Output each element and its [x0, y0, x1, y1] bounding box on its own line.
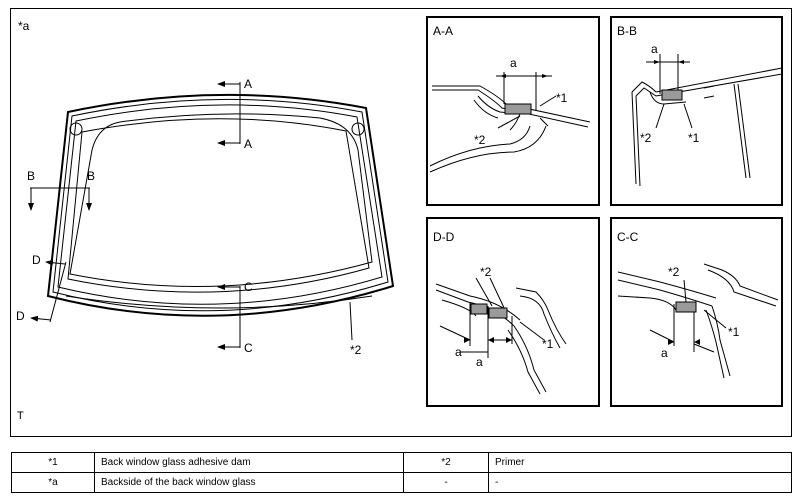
detail-a-title: A-A: [433, 24, 453, 38]
detail-c-title: C-C: [617, 230, 639, 244]
main-view-label: *a: [18, 19, 30, 33]
detail-b-callout2: *2: [640, 131, 652, 145]
back-window-glass: [46, 93, 395, 317]
legend-key: *2: [403, 452, 489, 473]
legend-key: *a: [11, 472, 95, 493]
primer-leader-line: [349, 301, 353, 341]
section-a-marker: [217, 81, 241, 146]
legend-key: -: [403, 472, 489, 493]
section-d-bottom-label: D: [16, 309, 25, 323]
legend-value: Back window glass adhesive dam: [94, 452, 404, 473]
section-a-top-label: A: [244, 77, 252, 91]
legend-row: *1 Back window glass adhesive dam *2 Pri…: [11, 452, 792, 473]
section-c-top-label: C: [244, 280, 253, 294]
detail-b-callout1: *1: [688, 131, 700, 145]
section-b-right-label: B: [87, 169, 95, 183]
detail-c-callout1: *1: [728, 325, 740, 339]
detail-d-dim1: a: [455, 345, 462, 359]
detail-d-callout1: *1: [542, 337, 554, 351]
detail-a-panel: A-A a *1 *2: [426, 16, 600, 206]
section-b-marker: [28, 187, 92, 211]
detail-b-dim: a: [651, 42, 658, 56]
main-view-frame: [10, 8, 792, 437]
detail-a-callout1: *1: [556, 91, 568, 105]
detail-c-panel: C-C a *1 *2: [610, 217, 783, 407]
detail-a-dim: a: [510, 56, 517, 70]
section-d-top-label: D: [32, 253, 41, 267]
legend-value: Primer: [488, 452, 792, 473]
detail-d-title: D-D: [433, 230, 455, 244]
corner-mark: T: [17, 410, 24, 422]
section-d-marker: [30, 259, 67, 323]
detail-c-dim: a: [661, 346, 668, 360]
legend-value: Backside of the back window glass: [94, 472, 404, 493]
detail-c-callout2: *2: [668, 265, 680, 279]
section-c-marker: [217, 284, 241, 350]
detail-d-callout2: *2: [480, 265, 492, 279]
section-b-left-label: B: [27, 169, 35, 183]
legend-value: -: [488, 472, 792, 493]
detail-d-dim2: a: [476, 355, 483, 369]
legend-table: *1 Back window glass adhesive dam *2 Pri…: [11, 452, 792, 493]
detail-b-panel: B-B a *1 *2: [610, 16, 783, 206]
legend-key: *1: [11, 452, 95, 473]
section-a-bottom-label: A: [244, 137, 252, 151]
section-c-bottom-label: C: [244, 341, 253, 355]
detail-b-title: B-B: [617, 24, 637, 38]
diagram-canvas: *a A A B B D D C C: [10, 8, 792, 437]
primer-callout: *2: [350, 343, 362, 357]
legend-row: *a Backside of the back window glass - -: [11, 472, 792, 493]
detail-d-panel: D-D a a *1 *2: [426, 217, 600, 407]
detail-a-callout2: *2: [474, 133, 486, 147]
